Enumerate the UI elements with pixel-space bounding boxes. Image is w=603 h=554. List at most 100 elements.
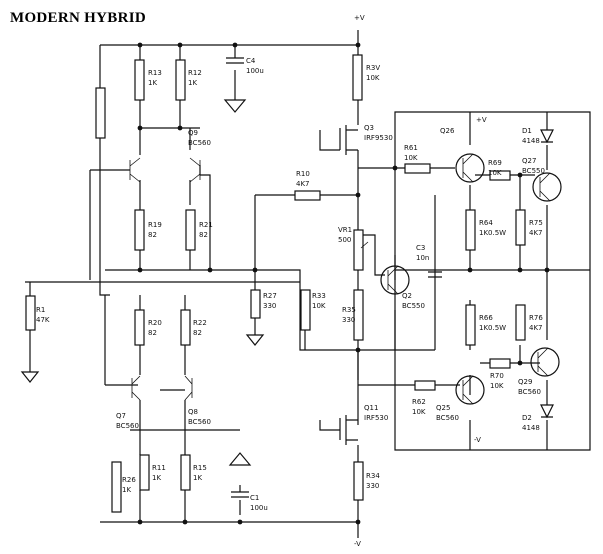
ground-symbols: [20, 99, 265, 466]
label-r22-value: 82: [193, 329, 202, 337]
label-q29-value: BC560: [518, 388, 541, 396]
label-vr1: VR1: [338, 226, 352, 234]
mosfet-q11: [339, 415, 358, 445]
label-r22: R22: [193, 319, 207, 327]
label-q2-value: BC550: [402, 302, 425, 310]
resistor-r62: [414, 380, 436, 391]
mosfet-q3: [339, 125, 358, 155]
label-bottom-rail: -V: [354, 540, 361, 548]
label-r21: R21: [199, 221, 213, 229]
label-r11: R11: [152, 464, 166, 472]
transistor-q9a: [129, 157, 141, 183]
label-q27: Q27: [522, 157, 536, 165]
label-r26: R26: [122, 476, 136, 484]
label-r13: R13: [148, 69, 162, 77]
label-d2-value: 4148: [522, 424, 540, 432]
label-c3-value: 10n: [416, 254, 429, 262]
label-c4: C4: [246, 57, 256, 65]
resistor-r61: [404, 163, 431, 174]
label-minus-v: -V: [474, 436, 481, 444]
label-r61: R61: [404, 144, 418, 152]
resistor-rv: [353, 289, 364, 341]
label-q27-value: BC550: [522, 167, 545, 175]
label-q8-value: BC560: [188, 418, 211, 426]
resistor-r64: [465, 209, 476, 251]
diode-d2: [540, 404, 554, 419]
resistor-r76: [515, 304, 526, 341]
transistor-q7: [131, 375, 141, 401]
label-d2: D2: [522, 414, 532, 422]
wiring: [25, 30, 591, 538]
label-q25: Q25: [436, 404, 450, 412]
junctions: [137, 42, 550, 525]
capacitor-c4: [226, 57, 244, 64]
label-r10-value: 4K7: [296, 180, 310, 188]
resistor-left-top: [95, 87, 106, 139]
label-r27: R27: [263, 292, 277, 300]
label-top-rail: +V: [354, 14, 365, 22]
label-r62: R62: [412, 398, 426, 406]
label-r3v: R3V: [366, 64, 380, 72]
label-q7-value: BC560: [116, 422, 139, 430]
label-r19: R19: [148, 221, 162, 229]
label-q9: Q9: [188, 129, 198, 137]
label-r21-value: 82: [199, 231, 208, 239]
resistors: [25, 54, 526, 513]
label-q7: Q7: [116, 412, 126, 420]
label-q3: Q3: [364, 124, 374, 132]
resistor-r3v: [352, 54, 363, 101]
transistor-q26: [455, 153, 485, 183]
label-r20: R20: [148, 319, 162, 327]
label-r62-value: 10K: [412, 408, 426, 416]
diodes: [540, 129, 554, 419]
label-r34: R34: [366, 472, 380, 480]
label-r1-value: 47K: [36, 316, 50, 324]
label-r64: R64: [479, 219, 493, 227]
label-q11: Q11: [364, 404, 378, 412]
label-r76: R76: [529, 314, 543, 322]
resistor-r70: [489, 358, 511, 369]
resistor-r12: [175, 59, 186, 101]
resistor-r26: [111, 461, 122, 513]
resistor-r22: [180, 309, 191, 346]
capacitors: [226, 57, 442, 498]
resistor-r33: [300, 289, 311, 331]
label-q26: Q26: [440, 127, 455, 135]
label-r61-value: 10K: [404, 154, 418, 162]
transistor-q25: [455, 375, 485, 405]
resistor-r15: [180, 454, 191, 491]
label-c1-value: 100u: [250, 504, 268, 512]
capacitor-c1: [231, 491, 249, 498]
label-q8: Q8: [188, 408, 198, 416]
label-r1: R1: [36, 306, 45, 314]
label-d1-value: 4148: [522, 137, 540, 145]
label-r10: R10: [296, 170, 310, 178]
resistor-r1: [25, 295, 36, 331]
capacitor-c3: [428, 271, 442, 278]
label-r75: R75: [529, 219, 543, 227]
resistor-r27: [250, 289, 261, 319]
label-r64-value: 1K0.5W: [479, 229, 506, 237]
diode-d1: [540, 129, 554, 144]
component-labels: +V -V R1 47K R13 1K R12 1K C4 100u R3V 1…: [36, 14, 545, 548]
label-r66-value: 1K0.5W: [479, 324, 506, 332]
label-q3-value: IRF9530: [364, 134, 393, 142]
resistor-r11: [139, 454, 150, 491]
resistor-r10: [294, 190, 321, 201]
label-r35-value: 330: [342, 316, 355, 324]
resistor-r69: [489, 170, 511, 181]
label-r35: R35: [342, 306, 356, 314]
label-r13-value: 1K: [148, 79, 157, 87]
label-r33: R33: [312, 292, 326, 300]
resistor-r34: [353, 461, 364, 501]
label-r20-value: 82: [148, 329, 157, 337]
schematic-title: MODERN HYBRID: [10, 10, 146, 26]
preset-vr1: [353, 229, 369, 271]
label-r69: R69: [488, 159, 502, 167]
label-d1: D1: [522, 127, 532, 135]
label-r27-value: 330: [263, 302, 276, 310]
resistor-r19: [134, 209, 145, 251]
label-r3v-value: 10K: [366, 74, 380, 82]
label-plus-v: +V: [476, 116, 487, 124]
